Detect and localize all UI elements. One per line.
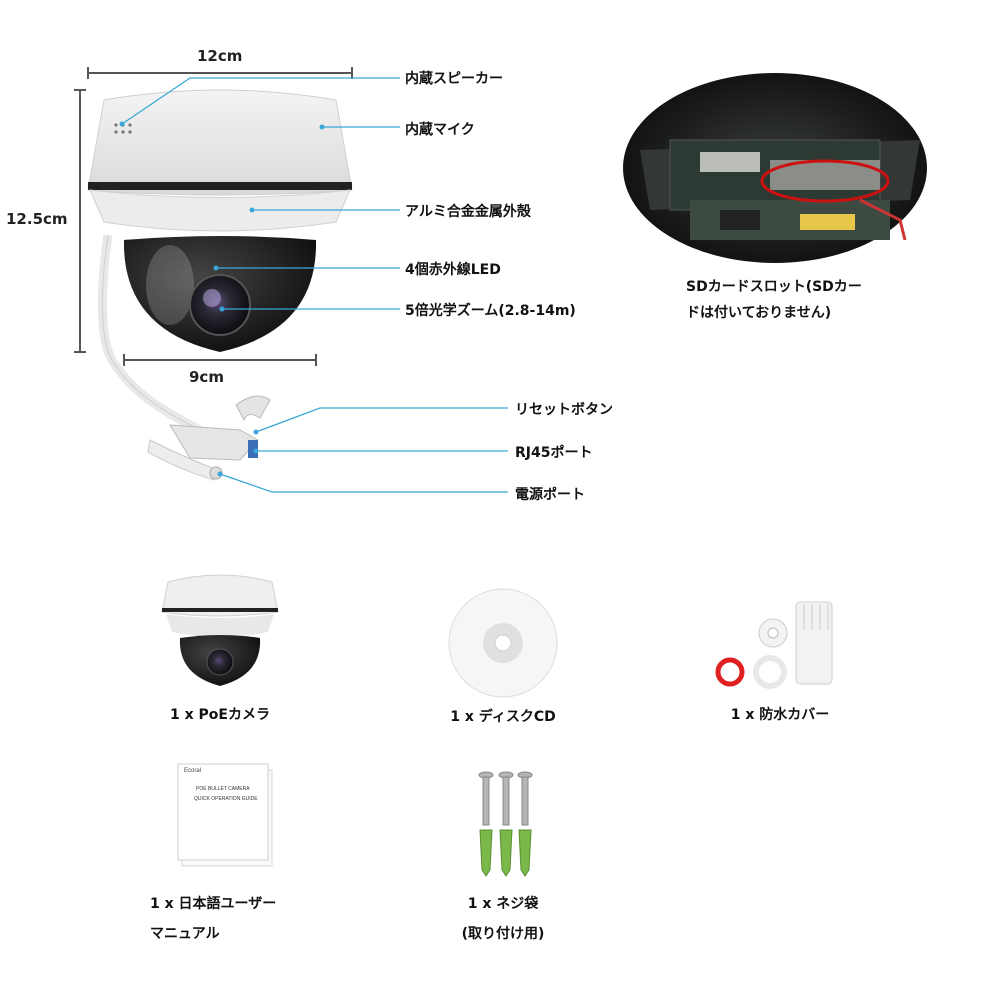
manual-cover-brand: Ecoral bbox=[184, 768, 202, 774]
manual-caption-line2: マニュアル bbox=[150, 926, 220, 942]
screws-caption-line2: (取り付け用) bbox=[461, 926, 545, 942]
sd-slot-caption-line2: ドは付いておりません) bbox=[686, 305, 832, 321]
manual-cover-title2: QUICK OPERATION GUIDE bbox=[194, 796, 258, 802]
sd-slot-highlight bbox=[760, 159, 890, 203]
callout-dots bbox=[119, 121, 325, 477]
sd-slot-caption-line1: SDカードスロット(SDカー bbox=[686, 279, 862, 295]
housing-label: アルミ合金金属外殻 bbox=[405, 204, 531, 220]
width-dimension-label: 12cm bbox=[197, 47, 243, 65]
height-dimension-label: 12.5cm bbox=[6, 210, 68, 228]
screws-caption-line1: 1 x ネジ袋 bbox=[467, 896, 539, 912]
speaker-label: 内蔵スピーカー bbox=[405, 71, 503, 87]
mic-label: 内蔵マイク bbox=[405, 122, 475, 138]
callout-lines bbox=[121, 77, 508, 493]
base-dimension-label: 9cm bbox=[189, 368, 224, 386]
manual-cover-title1: POE BULLET CAMERA bbox=[196, 786, 250, 792]
reset-button-label: リセットボタン bbox=[515, 402, 613, 418]
waterproof-cover-image bbox=[715, 601, 833, 689]
sd-slot-closeup-image bbox=[623, 73, 927, 263]
manual-caption-line1: 1 x 日本語ユーザー bbox=[150, 896, 277, 912]
cover-caption: 1 x 防水カバー bbox=[730, 707, 830, 723]
package-camera-image bbox=[161, 574, 279, 686]
cd-image bbox=[448, 588, 558, 698]
zoom-label: 5倍光学ズーム(2.8-14m) bbox=[405, 303, 576, 319]
ir-led-label: 4個赤外線LED bbox=[405, 262, 501, 278]
cd-caption: 1 x ディスクCD bbox=[450, 709, 556, 725]
camera-caption: 1 x PoEカメラ bbox=[170, 707, 270, 723]
main-camera-image bbox=[87, 89, 353, 481]
manual-image bbox=[177, 763, 273, 867]
rj45-port-label: RJ45ポート bbox=[515, 445, 593, 461]
dimension-lines bbox=[74, 67, 353, 366]
screws-image bbox=[478, 771, 533, 877]
power-port-label: 電源ポート bbox=[515, 487, 585, 503]
